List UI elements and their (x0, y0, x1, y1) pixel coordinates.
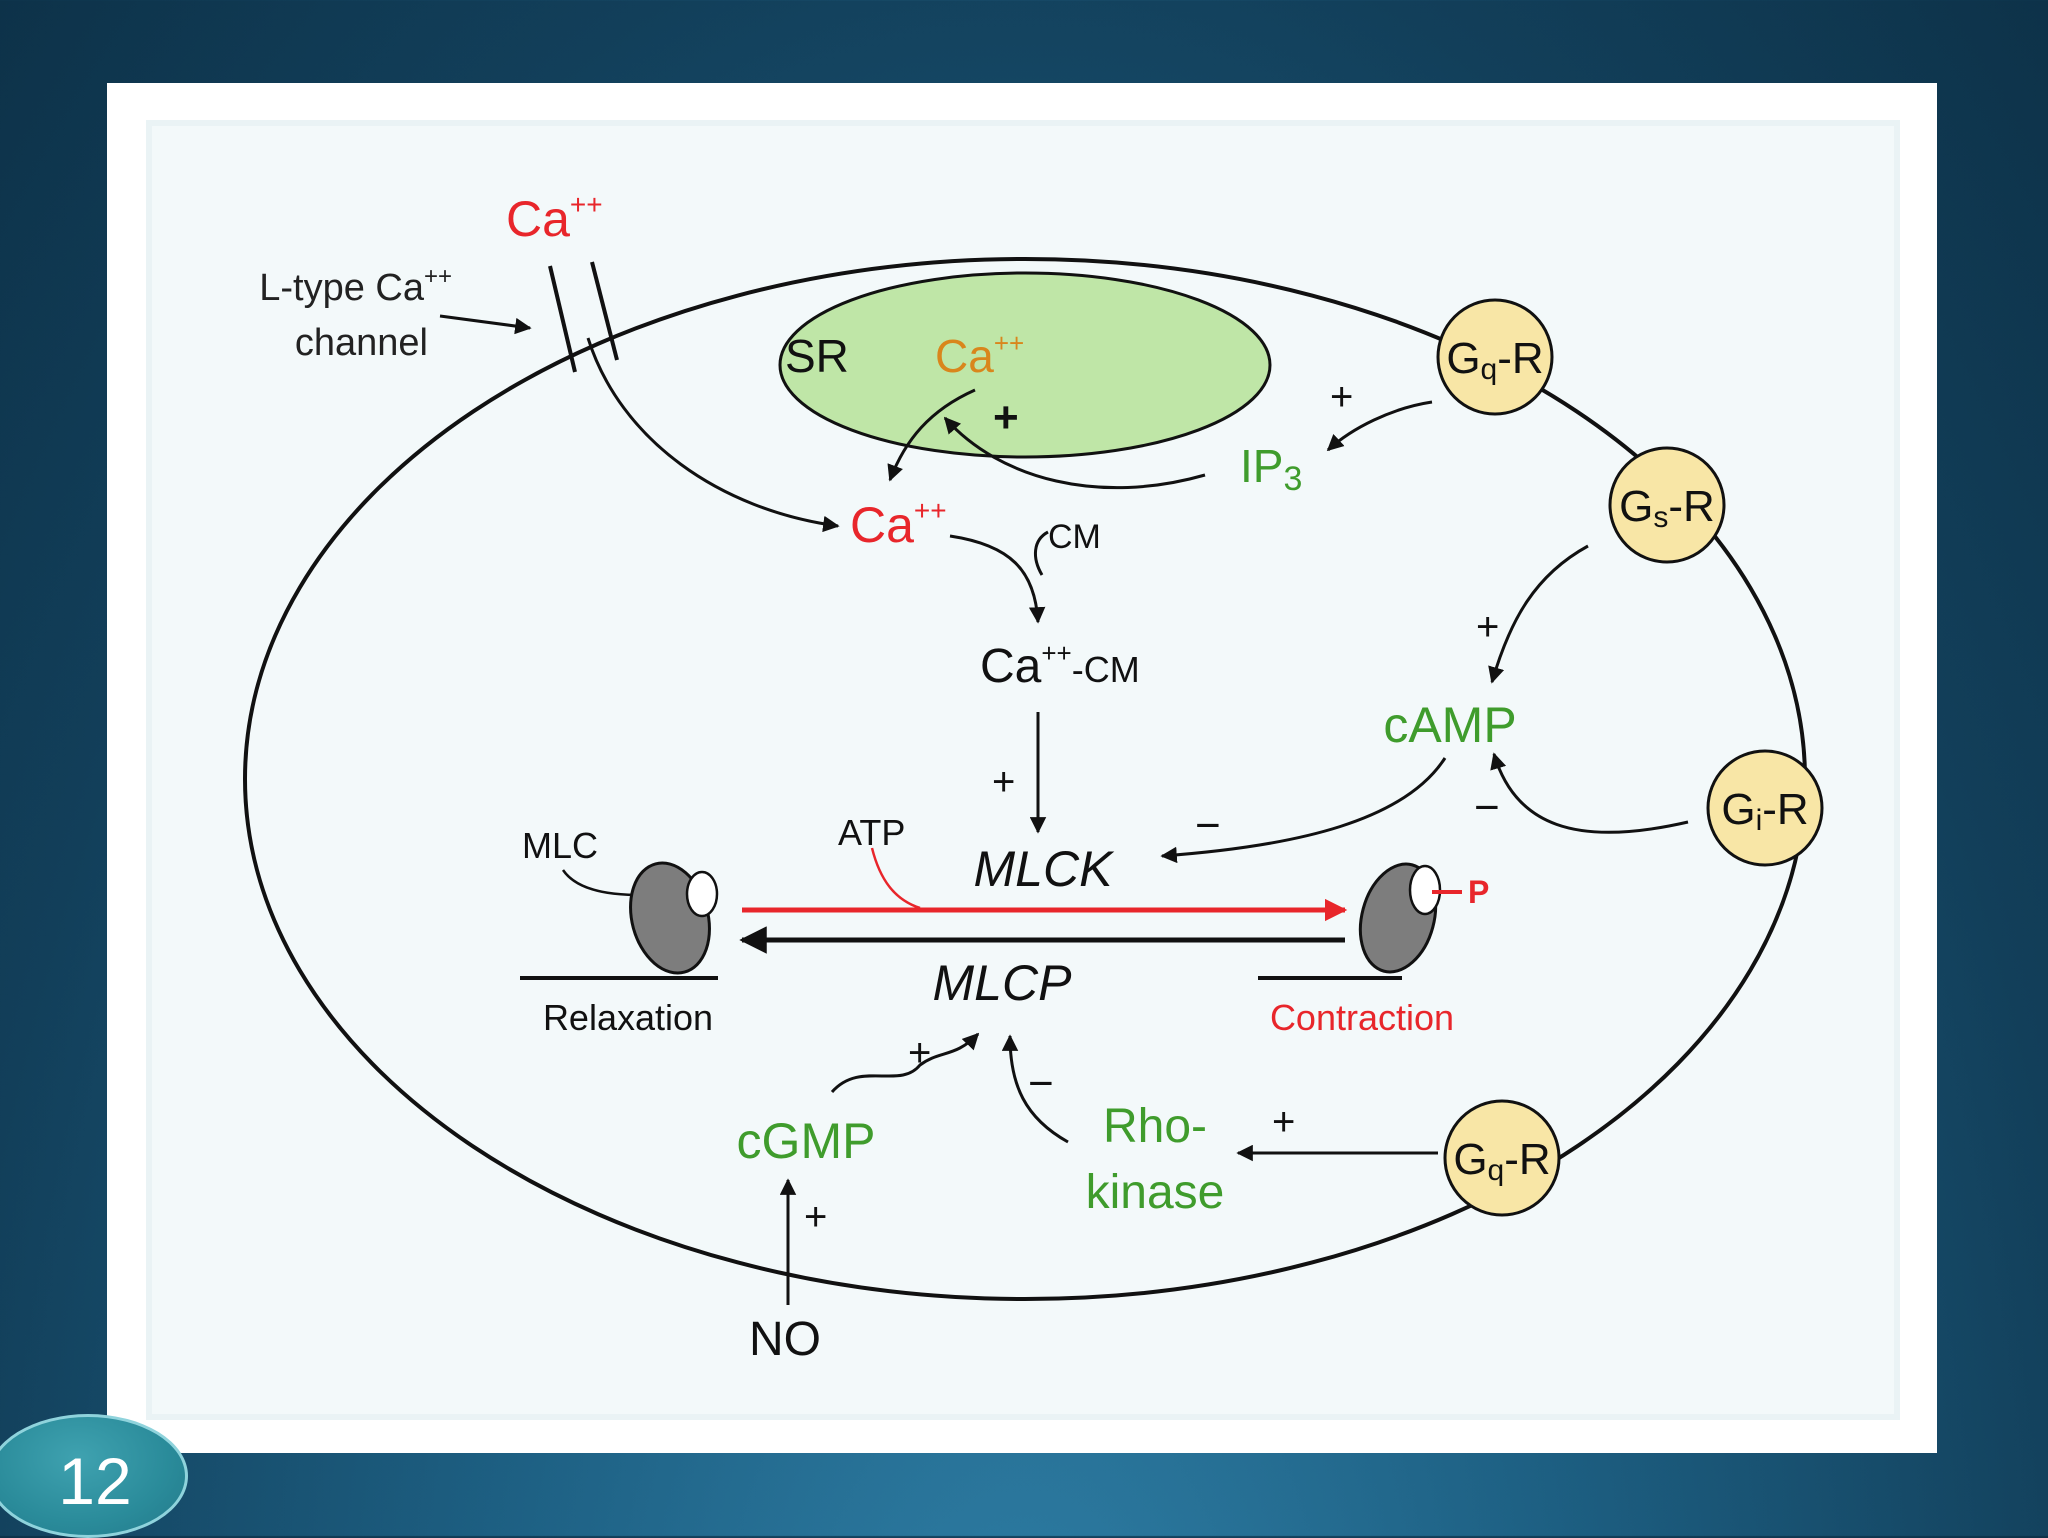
myosin-relaxed-icon (520, 861, 719, 980)
arrow-camp-to-mlck (1160, 757, 1447, 864)
receptor-gq-bottom-label: Gq-R (1453, 1135, 1550, 1187)
receptor-gi-label: Gi-R (1721, 785, 1808, 837)
ip3-label: IP3 (1240, 440, 1302, 498)
sr-plus-sign: + (993, 393, 1019, 442)
receptor-gi (1706, 749, 1824, 867)
receptor-gq-top (1436, 298, 1554, 416)
arrow-sr-release (887, 388, 976, 482)
camp-label: cAMP (1383, 697, 1516, 753)
mlck-minus-sign: − (1195, 801, 1221, 850)
slide-number-badge (0, 1414, 188, 1538)
arrow-channel-label (439, 314, 532, 335)
myosin-contracted-icon (1258, 862, 1462, 980)
receptor-gs (1608, 446, 1726, 564)
ip3-plus-sign: + (1330, 375, 1353, 419)
rho-minus-sign: − (1028, 1059, 1054, 1108)
phosphate-label: P (1468, 874, 1489, 910)
sr-organelle (778, 271, 1272, 459)
contraction-label: Contraction (1270, 997, 1454, 1038)
atp-label: ATP (838, 812, 905, 853)
camp-plus-sign: + (1476, 605, 1499, 649)
cgmp-plus-sign: + (908, 1031, 931, 1075)
arrow-gs-to-camp (1488, 544, 1589, 684)
no-plus-sign: + (804, 1195, 827, 1239)
ca-cm-label: Ca++-CM (980, 638, 1140, 693)
receptor-gq-top-label: Gq-R (1446, 334, 1543, 386)
arrow-channel-to-ca (586, 337, 840, 533)
ca-cytosol-label: Ca++ (850, 495, 947, 553)
channel-label-line2: channel (295, 322, 428, 364)
arrow-rho-to-mlcp (1001, 1034, 1069, 1144)
slide-number: 12 (58, 1444, 132, 1518)
receptor-gq-bottom (1443, 1099, 1561, 1217)
cgmp-label: cGMP (737, 1113, 876, 1169)
arrow-ip3-to-sr (943, 416, 1206, 490)
arrow-gq-to-ip3 (1326, 400, 1433, 452)
rho-kinase-label-line2: kinase (1086, 1166, 1225, 1219)
rho-plus-sign: + (1272, 1100, 1295, 1144)
camp-minus-sign: − (1474, 783, 1500, 832)
atp-curve (870, 847, 921, 910)
rho-kinase-label: Rho- (1103, 1100, 1207, 1153)
mlck-label: MLCK (974, 841, 1116, 897)
no-label: NO (749, 1313, 821, 1366)
cm-binding-curve (1034, 530, 1049, 576)
arrow-cgmp-to-mlcp (830, 1032, 980, 1094)
arrow-ca-to-cacm (949, 534, 1046, 624)
channel-label: L-type Ca++ (259, 263, 452, 309)
sr-label: SR (785, 330, 849, 382)
mlcp-label: MLCP (933, 955, 1073, 1011)
cm-label: CM (1048, 518, 1101, 556)
l-type-channel-icon (548, 261, 619, 373)
arrow-gi-to-camp (1490, 752, 1689, 834)
receptor-gs-label: Gs-R (1619, 482, 1715, 534)
mlck-plus-sign: + (992, 760, 1015, 804)
mlc-label: MLC (522, 825, 598, 866)
relaxation-label: Relaxation (543, 997, 713, 1038)
sr-ca-label: Ca++ (935, 328, 1024, 382)
ca-outside-label: Ca++ (506, 189, 603, 247)
